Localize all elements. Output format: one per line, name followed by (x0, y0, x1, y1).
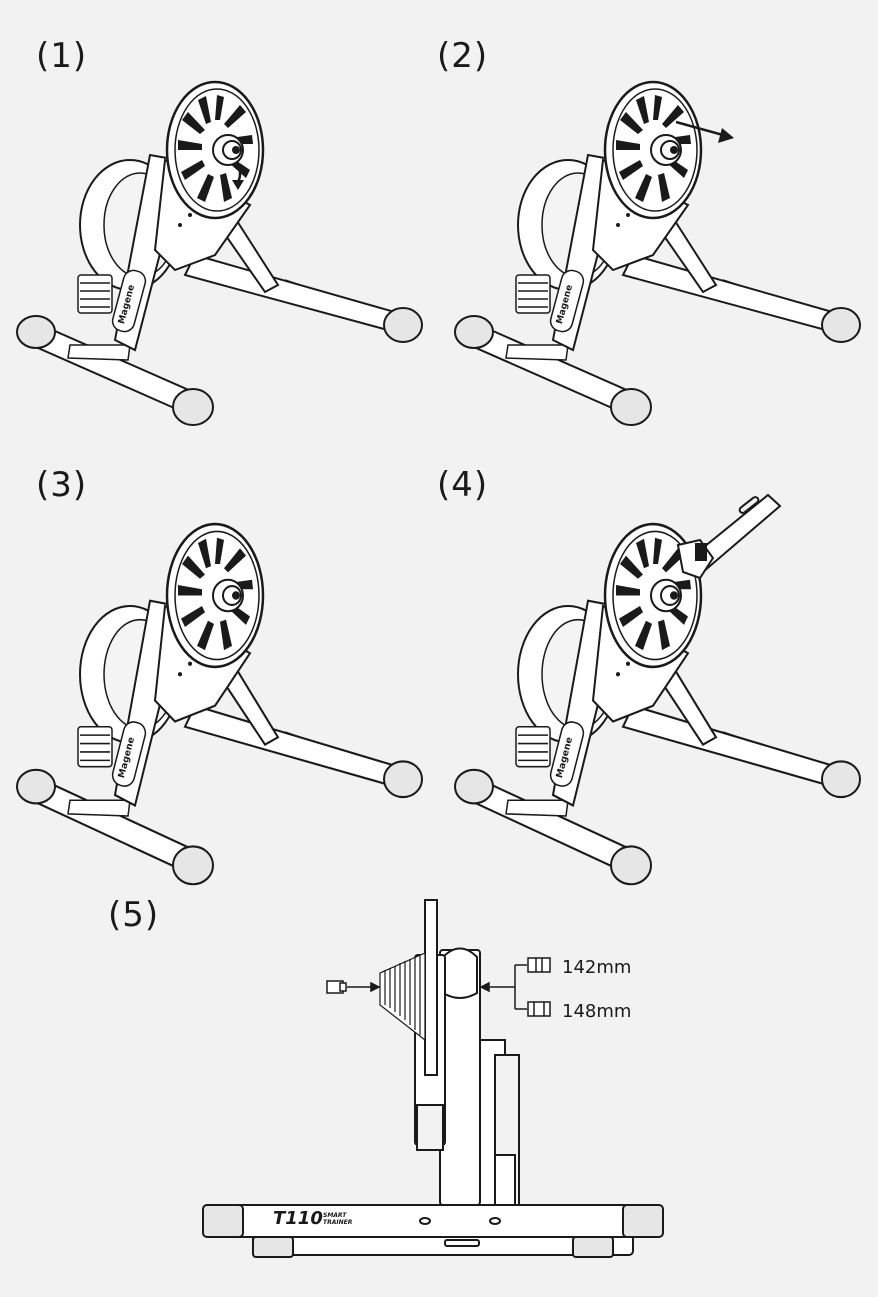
step-3-illustration (0, 440, 430, 886)
spacer-icon-142 (527, 957, 551, 973)
spacer-bracket (514, 964, 527, 1010)
step-label-1: (1) (36, 36, 88, 76)
axle-arrow-icon (232, 161, 244, 190)
step-2-illustration (438, 40, 868, 427)
wrench-icon (676, 493, 782, 580)
step-label-3: (3) (36, 465, 88, 505)
spacer-label-142: 142mm (562, 957, 632, 978)
arrow-icon-right (479, 981, 515, 993)
spacer-icon-148 (527, 1001, 551, 1017)
cassette-icon (379, 952, 426, 1042)
trainer-illustration-4 (453, 493, 862, 886)
spacer-icon-left (326, 980, 347, 994)
arrow-icon-left (347, 981, 381, 993)
model-line-2: TRAINER (323, 1219, 353, 1226)
trainer-illustration-1 (15, 80, 424, 427)
step-1-illustration (0, 40, 430, 427)
step-label-5: (5) (108, 895, 160, 935)
step-label-4: (4) (437, 465, 489, 505)
step-5-illustration: T110 SMART TRAINER (195, 895, 675, 1265)
trainer-illustration-2 (453, 80, 862, 427)
model-line-1: SMART (323, 1212, 347, 1219)
pull-out-arrow-icon (675, 120, 734, 143)
model-name: T110 (273, 1208, 323, 1229)
step-label-2: (2) (437, 36, 489, 76)
step-4-illustration (438, 440, 878, 886)
trainer-illustration-3 (15, 522, 424, 886)
trainer-side-view: T110 SMART TRAINER (202, 899, 664, 1258)
spacer-label-148: 148mm (562, 1001, 632, 1022)
